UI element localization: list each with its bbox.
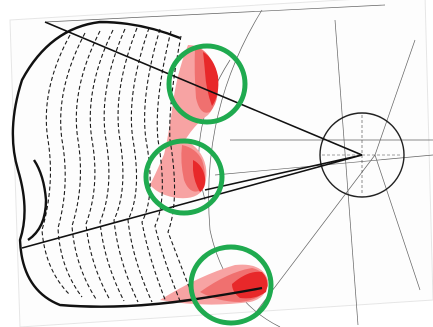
contour-line: [71, 30, 101, 300]
heat-region-middle-dark: [193, 160, 206, 192]
guide-line: [374, 39, 416, 156]
reference-circle: [319, 112, 405, 198]
contour-line: [141, 28, 167, 303]
highlight-ring-lower: [188, 244, 274, 326]
cam-inner-lobe: [27, 159, 48, 241]
radial-lines: [21, 21, 363, 249]
radial-line-upper: [44, 21, 363, 156]
contour-line: [113, 27, 139, 303]
radial-line-short: [204, 154, 363, 191]
contour-line: [85, 29, 114, 301]
guide-line: [374, 154, 421, 291]
contour-line: [127, 27, 153, 303]
highlight-ring-upper: [166, 43, 248, 125]
guide-line: [334, 19, 359, 326]
contour-line: [167, 35, 195, 301]
cam-outline: [11, 20, 263, 308]
highlight-rings: [143, 43, 274, 326]
radial-line-lower: [21, 154, 363, 249]
contour-lines: [41, 27, 195, 303]
highlight-ring-middle: [143, 138, 225, 216]
contour-line: [154, 30, 181, 302]
contour-line: [41, 34, 71, 296]
contour-line: [99, 28, 126, 302]
contour-line: [57, 32, 86, 298]
guide-line: [44, 4, 386, 23]
cam-outer-curve: [11, 20, 263, 308]
